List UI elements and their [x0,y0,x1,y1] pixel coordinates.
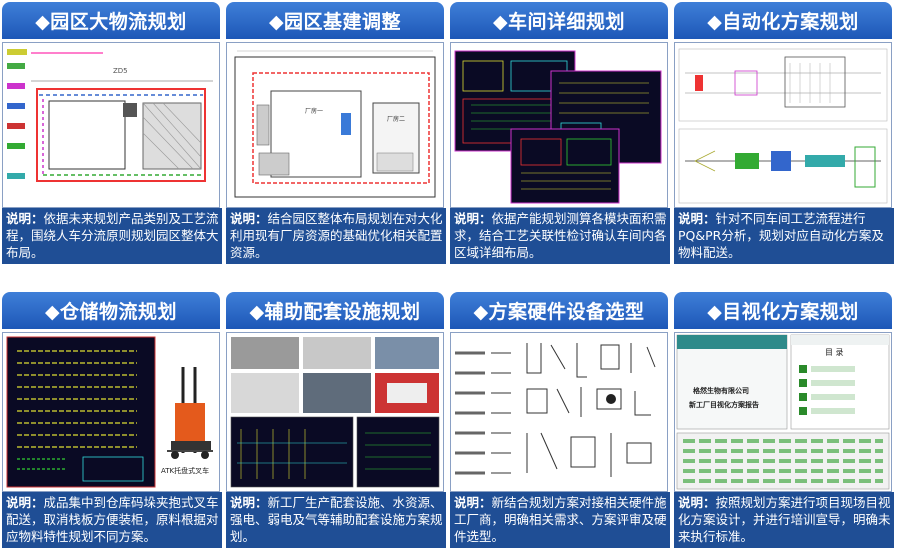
desc-prefix: 说明： [230,211,268,226]
desc-prefix: 说明： [678,495,716,510]
desc-text: 成品集中到仓库码垛夹抱式叉车配送，取消栈板方便装柜，原料根据对应物料特性规划不同… [6,495,219,544]
card-description: 说明：按照规划方案进行项目现场目视化方案设计，并进行培训宣导，明确未来执行标准。 [674,492,894,548]
desc-text: 新工厂生产配套设施、水资源、强电、弱电及气等辅助配套设施方案规划。 [230,495,443,544]
toc-title: 目 录 [825,348,844,357]
automation-drawings [674,42,892,208]
desc-prefix: 说明： [6,495,44,510]
card-title: ◆自动化方案规划 [674,2,892,39]
card-title: ◆辅助配套设施规划 [226,292,444,329]
desc-prefix: 说明： [454,211,492,226]
desc-text: 新结合规划方案对接相关硬件施工厂商，明确相关需求、方案评审及硬件选型。 [454,495,667,544]
facility-photos [226,332,444,492]
desc-text: 依据未来规划产品类别及工艺流程，围绕人车分流原则规划园区整体大布局。 [6,211,219,260]
card-description: 说明：针对不同车间工艺流程进行PQ&PR分析，规划对应自动化方案及物料配送。 [674,208,894,264]
desc-text: 针对不同车间工艺流程进行PQ&PR分析，规划对应自动化方案及物料配送。 [678,211,884,260]
card-description: 说明：新结合规划方案对接相关硬件施工厂商，明确相关需求、方案评审及硬件选型。 [450,492,670,548]
equipment-catalog [450,332,668,492]
card-description: 说明：成品集中到仓库码垛夹抱式叉车配送，取消栈板方便装柜，原料根据对应物料特性规… [2,492,222,548]
building-label-1: 厂房一 [305,107,323,115]
desc-text: 按照规划方案进行项目现场目视化方案设计，并进行培训宣导，明确未来执行标准。 [678,495,891,544]
workshop-cad-drawings [450,42,668,208]
card-title: ◆仓储物流规划 [2,292,220,329]
card-description: 说明：依据未来规划产品类别及工艺流程，围绕人车分流原则规划园区整体大布局。 [2,208,222,264]
infrastructure-drawing: 厂房一 厂房二 [226,42,444,208]
card-title: ◆目视化方案规划 [674,292,892,329]
card-description: 说明：新工厂生产配套设施、水资源、强电、弱电及气等辅助配套设施方案规划。 [226,492,446,548]
desc-text: 结合园区整体布局规划在对大化利用现有厂房资源的基础优化相关配置资源。 [230,211,443,260]
card-description: 说明：结合园区整体布局规划在对大化利用现有厂房资源的基础优化相关配置资源。 [226,208,446,264]
warehouse-drawing: ATK托盘式叉车 [2,332,220,492]
card-description: 说明：依据产能规划测算各模块面积需求，结合工艺关联性检讨确认车间内各区域详细布局… [450,208,670,264]
report-company: 格然生物有限公司 [693,386,749,395]
drawing-note: ZD5 [113,67,128,75]
visual-plan-slides: 格然生物有限公司 新工厂目视化方案报告 目 录 [674,332,892,492]
desc-prefix: 说明： [230,495,268,510]
card-title: ◆园区大物流规划 [2,2,220,39]
card-title: ◆车间详细规划 [450,2,668,39]
site-logistics-drawing: ZD5 [2,42,220,208]
building-label-2: 厂房二 [387,115,405,123]
desc-prefix: 说明： [6,211,44,226]
desc-text: 依据产能规划测算各模块面积需求，结合工艺关联性检讨确认车间内各区域详细布局。 [454,211,667,260]
report-subtitle: 新工厂目视化方案报告 [689,400,759,409]
desc-prefix: 说明： [678,211,716,226]
desc-prefix: 说明： [454,495,492,510]
forklift-caption: ATK托盘式叉车 [161,466,209,475]
card-title: ◆园区基建调整 [226,2,444,39]
card-title: ◆方案硬件设备选型 [450,292,668,329]
